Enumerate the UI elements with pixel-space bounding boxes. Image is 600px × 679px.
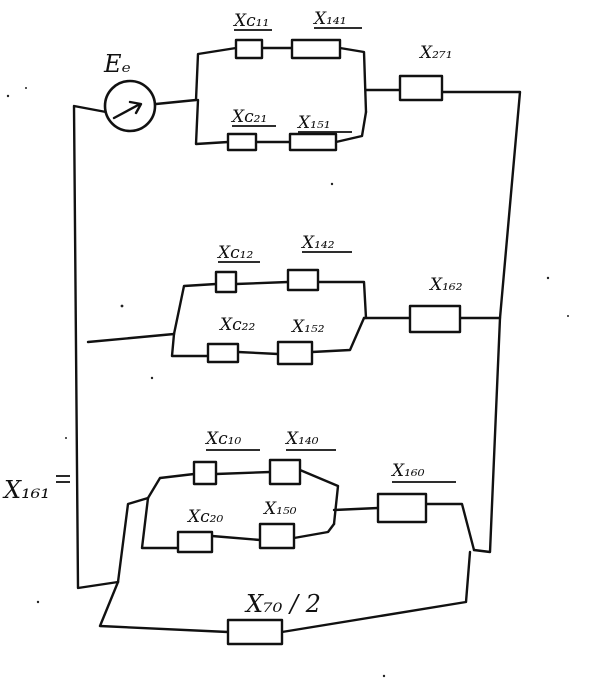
source-label: Eₑ [103, 50, 131, 78]
middle-block-lower-branch [170, 316, 366, 358]
label-xc11: Xᴄ₁₁ [232, 11, 269, 31]
label-x70-half: X₇₀ / 2 [244, 590, 321, 618]
bottom-block-upper-branch [146, 468, 340, 526]
label-xc21: Xᴄ₂₁ [230, 107, 267, 127]
label-x160: X₁₆₀ [390, 461, 425, 481]
label-x161: X₁₆₁ [2, 476, 50, 504]
label-x162: X₁₆₂ [428, 275, 463, 295]
label-xc12: Xᴄ₁₂ [216, 243, 253, 263]
resistor-xc12 [214, 270, 238, 294]
label-xc22: Xᴄ₂₂ [218, 315, 255, 335]
label-x271: X₂₇₁ [418, 43, 453, 63]
left-branch: X₁₆₁ [2, 475, 70, 504]
left-bus-wire [72, 104, 120, 590]
resistor-x140 [268, 458, 302, 486]
resistor-x150 [258, 522, 296, 550]
bottom-branch-wire [98, 550, 472, 634]
label-x150: X₁₅₀ [262, 499, 297, 519]
source-circle [103, 79, 157, 133]
voltage-source: Eₑ [103, 50, 157, 133]
resistor-xc11 [234, 38, 264, 60]
label-x141: X₁₄₁ [312, 9, 347, 29]
resistor-x160 [376, 492, 428, 524]
resistor-x70 [226, 618, 284, 646]
label-xc20: Xᴄ₂₀ [186, 507, 223, 527]
resistor-x271 [398, 74, 444, 102]
label-x152: X₁₅₂ [290, 317, 325, 337]
bottom-series-to-right-bus-wire [424, 502, 476, 552]
resistor-xc20 [176, 530, 214, 554]
resistor-xc10 [192, 460, 218, 486]
resistor-x142 [286, 268, 320, 292]
bottom-block-lower-branch [140, 496, 336, 550]
source-to-top-block-wire [154, 98, 198, 106]
middle-parallel-block: Xᴄ₁₂ X₁₄₂ Xᴄ₂₂ X₁₅₂ X₁₆₂ [206, 233, 463, 366]
resistor-x151 [288, 132, 338, 152]
resistor-xc21 [226, 132, 258, 152]
bottom-block-to-series-wire [332, 506, 380, 512]
label-x151: X₁₅₁ [296, 113, 331, 133]
wires [72, 46, 522, 634]
top-block-upper-branch [194, 46, 368, 114]
label-x140: X₁₄₀ [284, 429, 319, 449]
bottom-parallel-block: Xᴄ₁₀ X₁₄₀ Xᴄ₂₀ X₁₅₀ X₁₆₀ [176, 429, 456, 554]
resistor-xc22 [206, 342, 240, 364]
source-arrow-icon [112, 100, 143, 120]
resistor-x162 [408, 304, 462, 334]
left-bus-to-bottom-block-wire [116, 496, 150, 584]
resistor-x141 [290, 38, 342, 60]
label-x142: X₁₄₂ [300, 233, 335, 253]
resistor-x152 [276, 340, 314, 366]
bottom-branch: X₇₀ / 2 [226, 590, 321, 646]
scan-specks [6, 87, 569, 678]
top-parallel-block: Xᴄ₁₁ X₁₄₁ Xᴄ₂₁ X₁₅₁ X₂₇₁ [226, 9, 453, 152]
label-xc10: Xᴄ₁₀ [204, 429, 241, 449]
left-bus-to-middle-block-wire [86, 332, 176, 344]
middle-block-upper-branch [172, 280, 368, 336]
top-block-lower-branch [194, 98, 368, 146]
